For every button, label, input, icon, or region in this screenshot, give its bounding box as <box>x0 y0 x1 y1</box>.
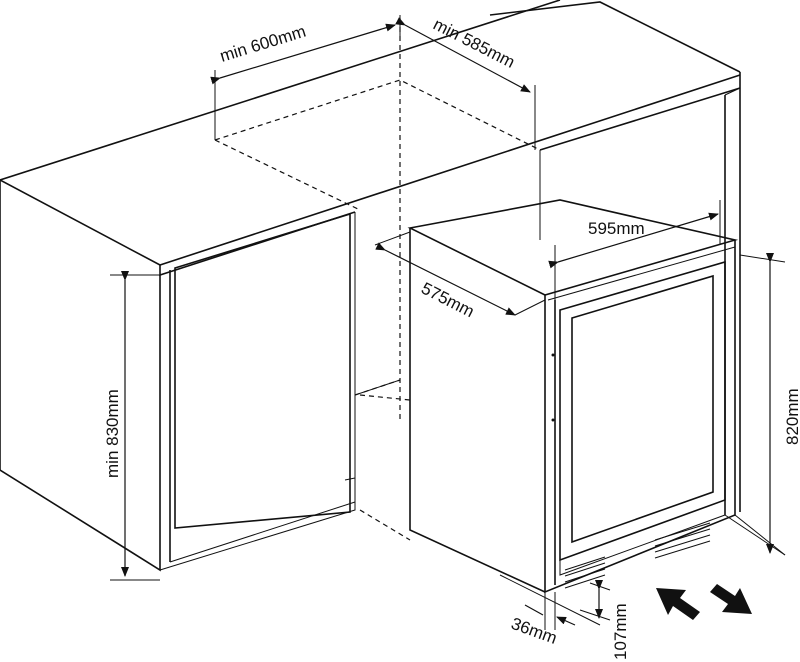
unit-depth-label: 575mm <box>418 279 477 322</box>
airflow-out-arrow <box>710 584 752 614</box>
dimension-lines <box>110 15 786 630</box>
door-frame <box>559 260 726 562</box>
right-cabinet <box>539 87 786 556</box>
unit-height-label: 820mm <box>783 388 800 445</box>
airflow-in-arrow <box>656 588 700 620</box>
unit-width-label: 595mm <box>588 219 645 238</box>
niche-width-label: min 600mm <box>218 22 308 66</box>
door-glass <box>571 274 714 544</box>
niche-height-label: min 830mm <box>103 389 122 478</box>
niche-outline <box>214 18 541 541</box>
door-offset-label: 36mm <box>509 614 560 648</box>
wine-cooler <box>407 199 739 594</box>
left-cabinet <box>0 180 356 572</box>
plinth-height-label: 107mm <box>611 603 630 660</box>
niche-depth-label: min 585mm <box>430 15 518 72</box>
ventilation-grille <box>564 522 711 589</box>
